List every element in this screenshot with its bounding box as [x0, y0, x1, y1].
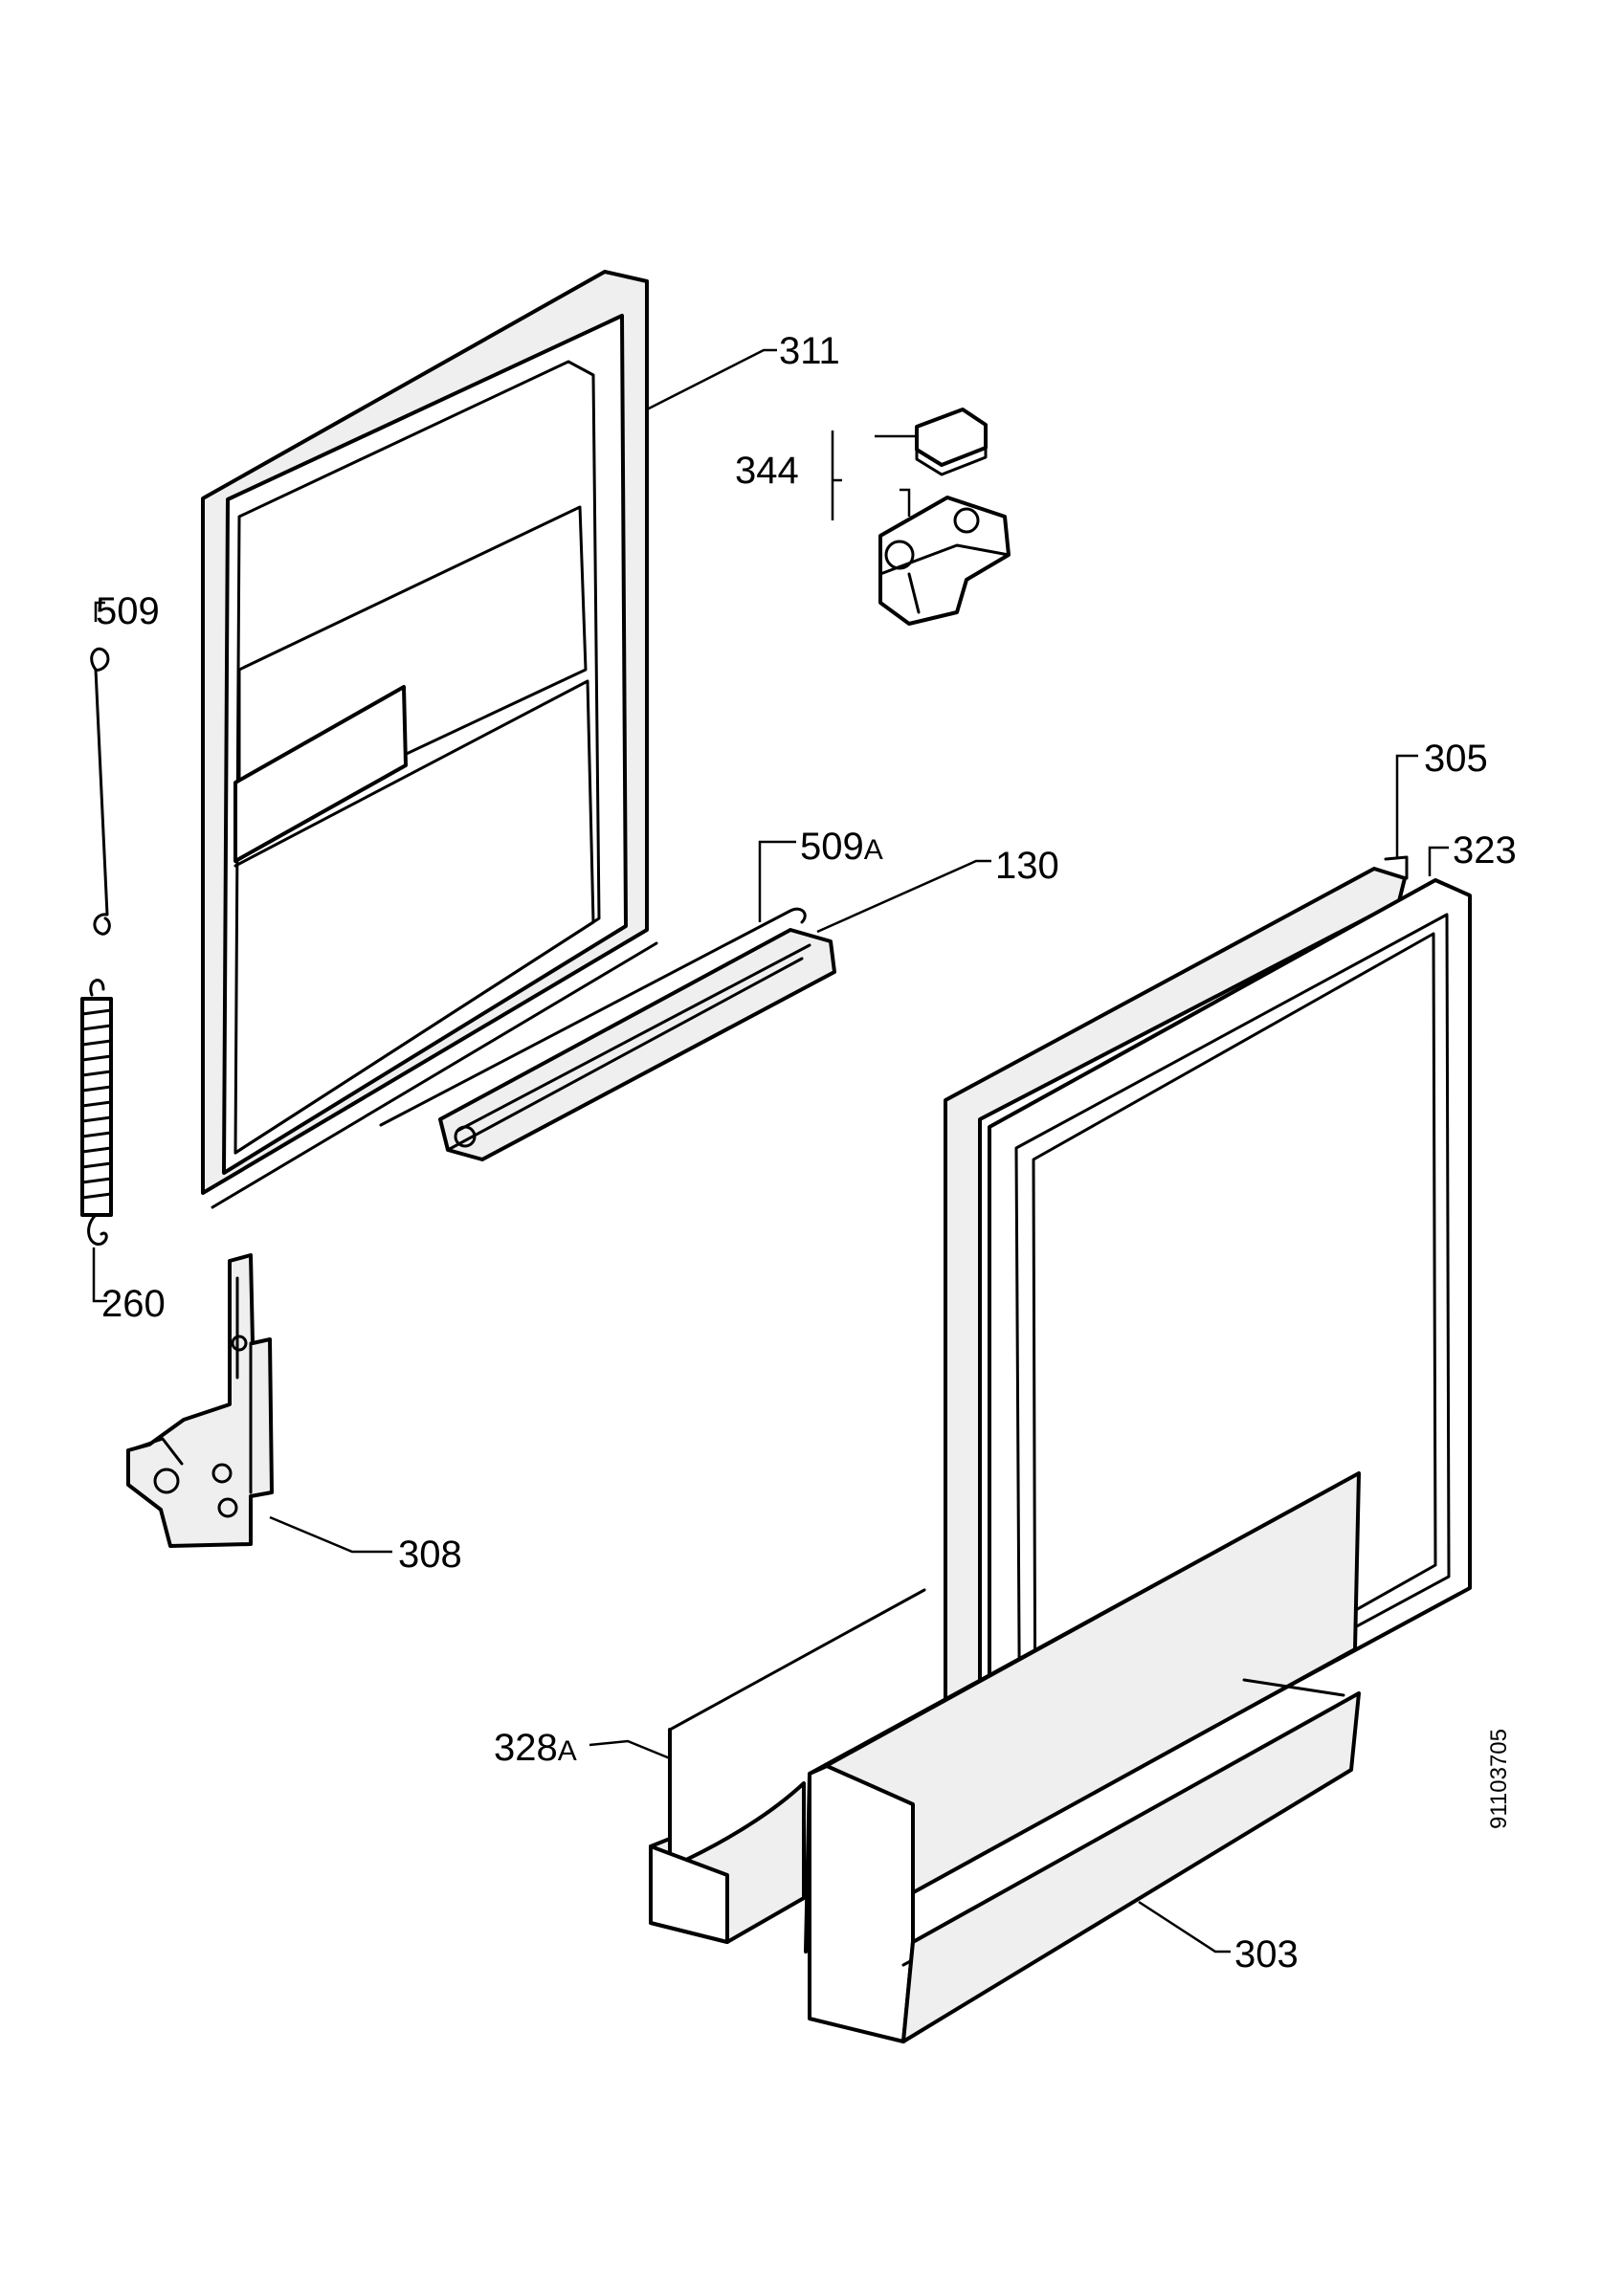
- callout-260: 260: [101, 1283, 166, 1325]
- callout-509a: 509A: [800, 826, 883, 868]
- door-latch-assembly: [878, 408, 1011, 626]
- callout-344: 344: [735, 450, 799, 492]
- callout-labels: 311 344 509 509A 130 305 323 260 308 328…: [96, 330, 1517, 1976]
- lower-door-panel: [804, 1471, 1361, 2043]
- inner-door-panel: [201, 270, 658, 1209]
- callout-308: 308: [398, 1534, 462, 1576]
- coil-spring-260: [80, 979, 113, 1246]
- callout-311: 311: [779, 330, 840, 372]
- callout-130: 130: [995, 845, 1059, 887]
- drawing-number: 91103705: [1486, 1729, 1512, 1829]
- callout-328a: 328A: [494, 1727, 577, 1769]
- callout-509: 509: [96, 590, 160, 632]
- callout-323: 323: [1453, 829, 1517, 872]
- kick-strip: [649, 1588, 926, 1944]
- leader-lines: [92, 348, 1449, 1954]
- door-seal-and-rod: [379, 907, 836, 1161]
- callout-303: 303: [1234, 1933, 1299, 1976]
- callout-305: 305: [1424, 738, 1488, 780]
- hinge-bracket: [126, 1253, 274, 1548]
- wire-spring-509: [90, 647, 111, 936]
